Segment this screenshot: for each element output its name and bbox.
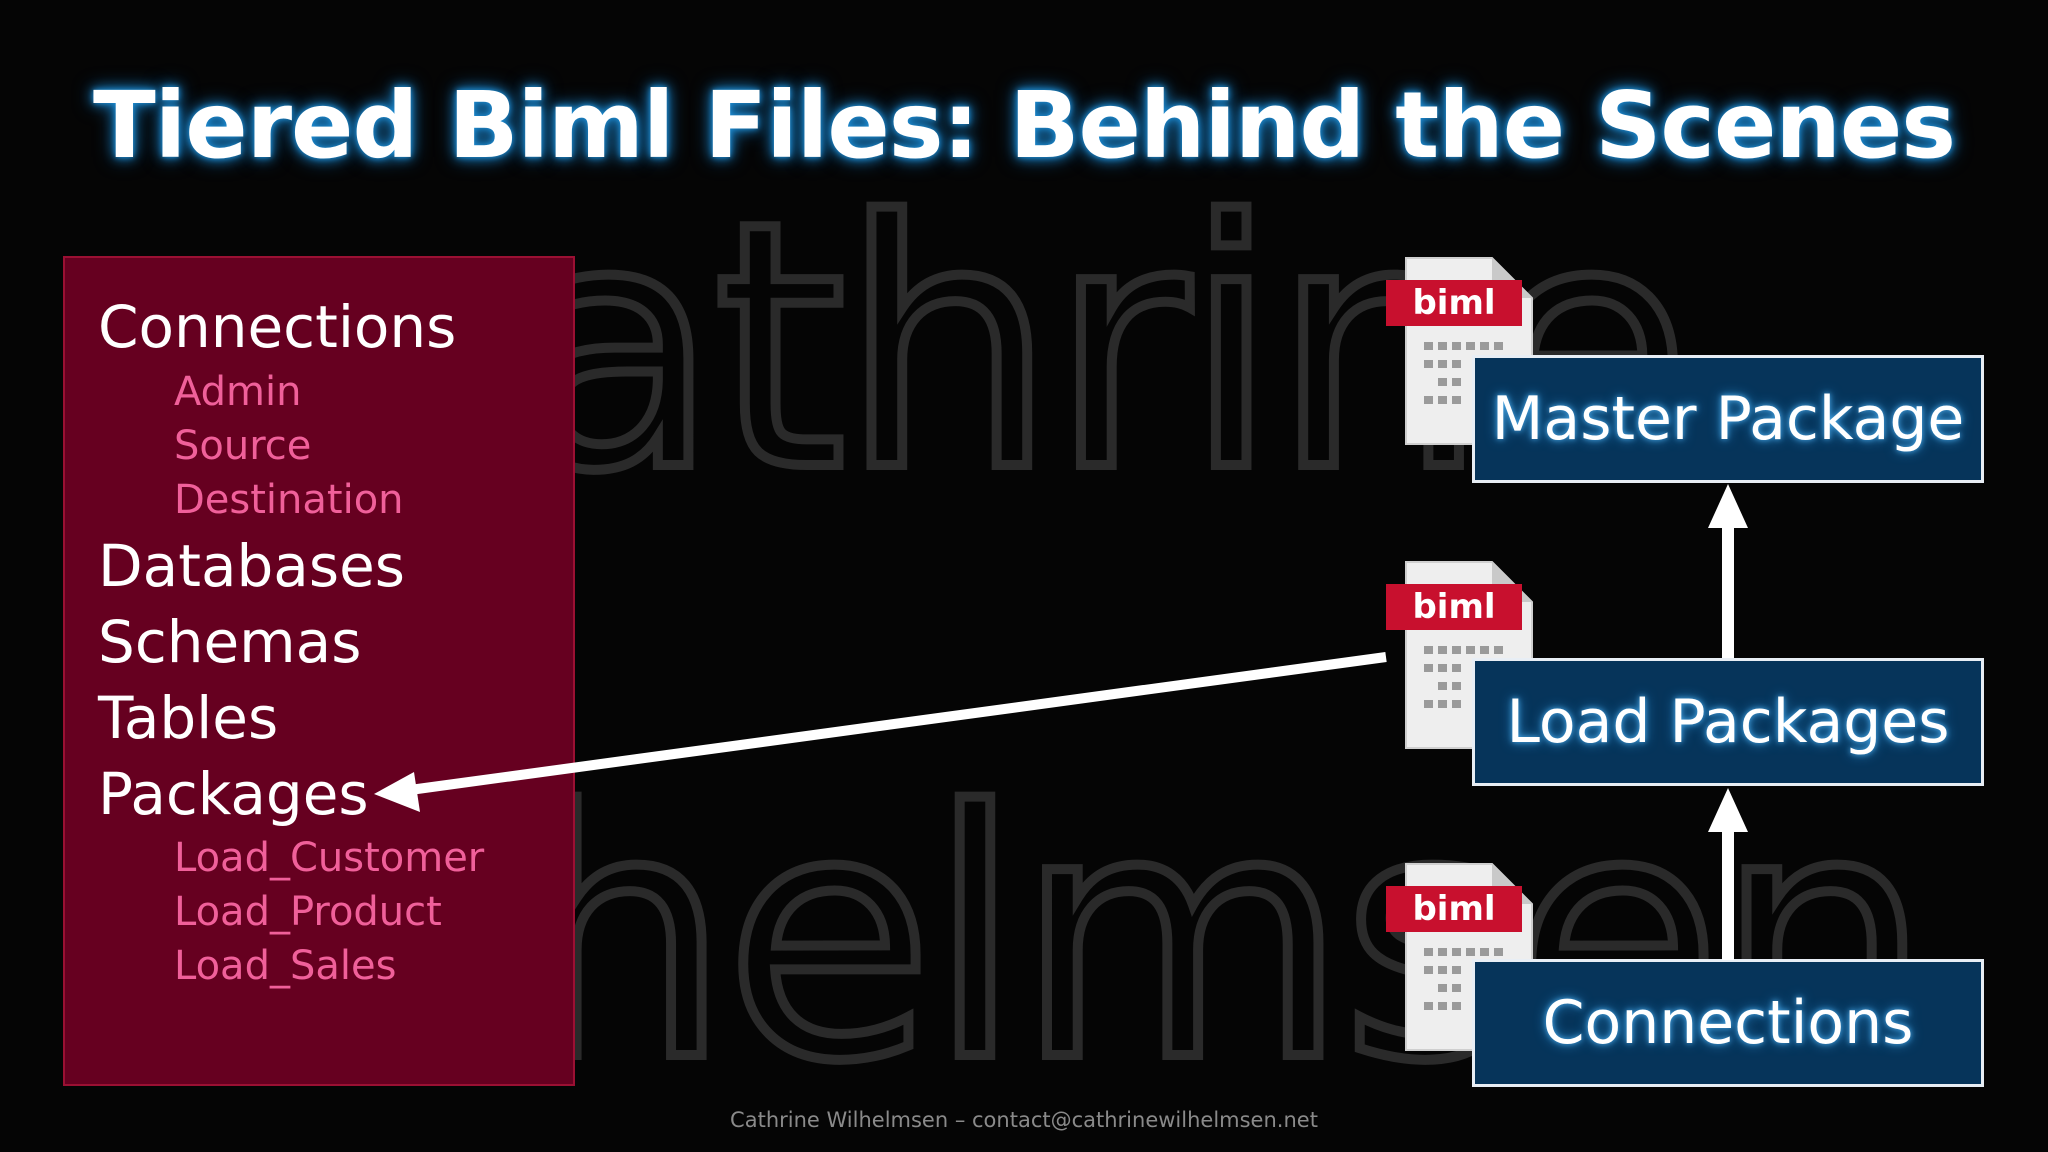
panel-subitem-load-sales: Load_Sales bbox=[174, 943, 397, 989]
panel-subitem-load-product: Load_Product bbox=[174, 889, 442, 935]
tier-box-master-package: Master Package bbox=[1472, 355, 1984, 483]
arrow-load-file-to-packages bbox=[374, 652, 1387, 812]
arrow-connections-to-load bbox=[1708, 788, 1748, 960]
tier-label-load-packages: Load Packages bbox=[1506, 687, 1950, 757]
panel-item-databases: Databases bbox=[98, 532, 405, 600]
arrow-load-to-master bbox=[1708, 484, 1748, 658]
panel-item-schemas: Schemas bbox=[98, 608, 362, 676]
biml-tag-load: biml bbox=[1412, 587, 1495, 627]
biml-tag-master: biml bbox=[1412, 283, 1495, 323]
panel-item-connections: Connections bbox=[98, 293, 457, 361]
panel-item-tables: Tables bbox=[98, 684, 279, 752]
panel-subitem-source: Source bbox=[174, 423, 312, 469]
biml-objects-panel bbox=[63, 256, 575, 1086]
tier-label-connections: Connections bbox=[1542, 988, 1914, 1058]
panel-subitem-destination: Destination bbox=[174, 477, 404, 523]
tier-box-connections: Connections bbox=[1472, 959, 1984, 1087]
panel-item-packages: Packages bbox=[98, 760, 369, 828]
panel-subitem-admin: Admin bbox=[174, 369, 302, 415]
tier-box-load-packages: Load Packages bbox=[1472, 658, 1984, 786]
biml-tag-connections: biml bbox=[1412, 889, 1495, 929]
panel-subitem-load-customer: Load_Customer bbox=[174, 835, 485, 881]
slide-title: Tiered Biml Files: Behind the Scenes bbox=[93, 72, 1956, 179]
slide-footer: Cathrine Wilhelmsen – contact@cathrinewi… bbox=[730, 1108, 1318, 1132]
tier-label-master-package: Master Package bbox=[1491, 384, 1965, 454]
